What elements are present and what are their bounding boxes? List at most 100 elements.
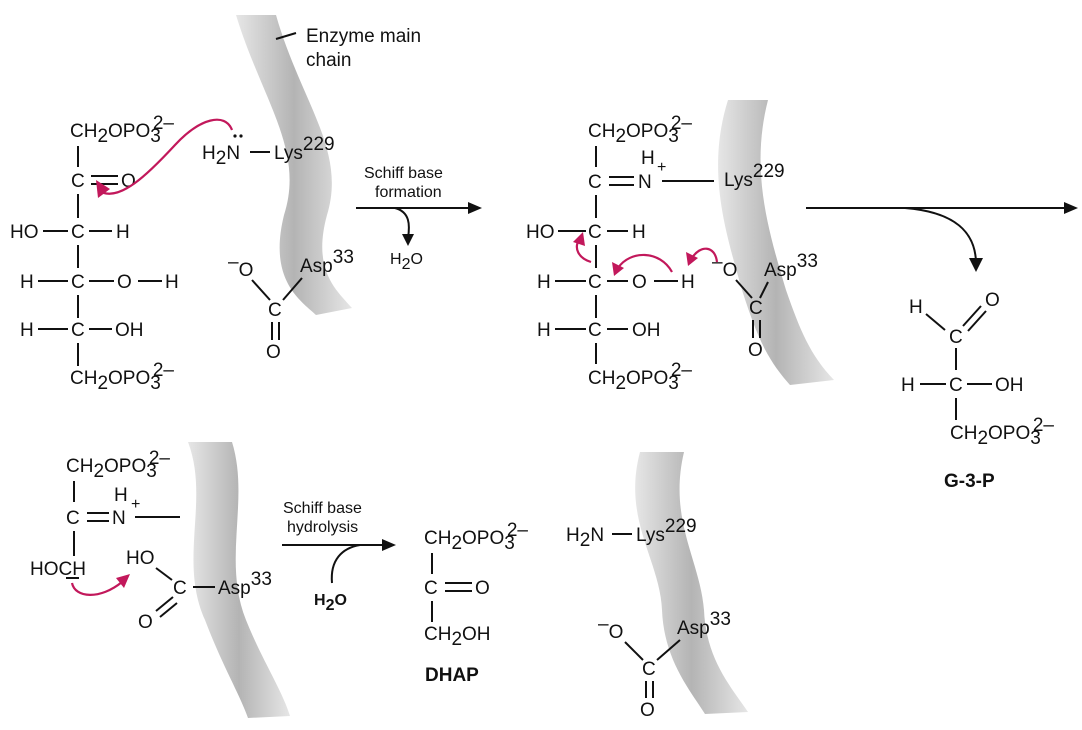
asp-carbon: C — [268, 300, 282, 321]
aldehyde-hydrogen: H — [909, 297, 923, 318]
bond — [155, 567, 173, 581]
iminium-charge: + — [657, 159, 666, 176]
asp-residue: Asp33 — [218, 569, 272, 599]
c4-oxygen: O — [632, 272, 647, 293]
c6-group: CH2OPO32– — [588, 360, 692, 394]
c3-carbon: C — [588, 222, 602, 243]
product-release-arrow-head — [969, 258, 983, 272]
bond — [925, 313, 946, 331]
g3p-oh: OH — [995, 375, 1024, 396]
c2-carbon: C — [588, 172, 602, 193]
c4-hydroxyl-hydrogen: H — [681, 272, 695, 293]
reaction-arrow-head — [468, 202, 482, 214]
double-bond — [962, 305, 982, 327]
reaction-step-aldol-cleavage — [806, 202, 1078, 272]
c5-right: OH — [115, 320, 144, 341]
curly-arrow-nucleophilic-attack — [97, 118, 234, 195]
c2-oxygen: O — [121, 171, 136, 192]
asp-carbonyl-oxygen: O — [640, 700, 655, 721]
c3-carbon: C — [71, 222, 85, 243]
lys-residue: Lys229 — [724, 161, 785, 191]
water-reactant: H2O — [314, 592, 347, 614]
curly-arrow-oh-bond — [617, 253, 673, 273]
enzyme-main-chain-band — [718, 100, 834, 385]
dhap-c2: C — [424, 578, 438, 599]
asp-carbonyl-oxygen: O — [266, 342, 281, 363]
curly-arrow-head — [612, 262, 624, 276]
panel-enamine-intermediate: CH2OPO32– C N H + HOCH HO C Asp33 O — [30, 448, 272, 633]
lys-amine: H2N — [566, 525, 604, 551]
iminium-charge: + — [131, 496, 140, 513]
water-uptake-arrow — [330, 544, 361, 584]
g3p-h: H — [901, 375, 915, 396]
dhap-c3-group: CH2OH — [424, 624, 491, 650]
iminium-nitrogen: N — [112, 508, 126, 529]
double-bond — [155, 596, 174, 612]
c4-oxygen: O — [117, 272, 132, 293]
c3-right: H — [632, 222, 646, 243]
c4-carbon: C — [588, 272, 602, 293]
c1-group: CH2OPO32– — [588, 113, 692, 147]
iminium-nitrogen: N — [638, 172, 652, 193]
c2-carbon: C — [71, 171, 85, 192]
asp-acid-hydroxyl: HO — [126, 548, 155, 569]
step-label-line1: Schiff base — [283, 500, 362, 517]
asp-carboxylate-oxygen: –O — [712, 252, 737, 281]
c5-carbon: C — [588, 320, 602, 341]
asp-carboxylate-oxygen: –O — [228, 252, 253, 281]
curly-arrow-head — [96, 180, 110, 198]
aldehyde-oxygen: O — [985, 290, 1000, 311]
enzyme-main-chain-band — [635, 452, 748, 714]
lone-pair-dot — [233, 134, 237, 138]
c5-carbon: C — [71, 320, 85, 341]
product-name: DHAP — [425, 665, 479, 686]
asp-residue: Asp33 — [677, 609, 731, 639]
bond — [251, 279, 271, 301]
reaction-step-schiff-base-formation: Schiff base formation H2O — [356, 165, 482, 273]
enzyme-label-line1: Enzyme main — [306, 26, 421, 47]
curly-arrow-protonation — [70, 581, 123, 596]
curly-arrow-deprotonation — [691, 247, 719, 263]
iminium-hydrogen: H — [641, 148, 655, 169]
c5-right: OH — [632, 320, 661, 341]
c6-group: CH2OPO32– — [70, 360, 174, 394]
asp-carboxylate-oxygen: –O — [598, 614, 623, 643]
curly-arrow-head — [573, 232, 585, 246]
g3p-c2: C — [949, 375, 963, 396]
bond — [656, 639, 681, 661]
c2-carbon: C — [66, 508, 80, 529]
asp-carbon: C — [173, 578, 187, 599]
c1-group: CH2OPO32– — [70, 113, 174, 147]
c4-hydrogen: H — [165, 272, 179, 293]
product-dhap: CH2OPO32– C O CH2OH DHAP — [424, 520, 528, 686]
bond — [282, 277, 303, 301]
product-release-arrow — [904, 207, 977, 263]
asp-residue: Asp33 — [764, 251, 818, 281]
reaction-arrow-head — [1064, 202, 1078, 214]
c1-group: CH2OPO32– — [66, 448, 170, 482]
lys-residue: Lys229 — [636, 516, 697, 546]
iminium-hydrogen: H — [114, 485, 128, 506]
bond — [759, 281, 769, 299]
reaction-step-schiff-base-hydrolysis: Schiff base hydrolysis H2O — [282, 500, 396, 614]
lone-pair-dot — [239, 134, 243, 138]
c5-left: H — [20, 320, 34, 341]
step-label-line2: hydrolysis — [287, 519, 358, 536]
c3-right: H — [116, 222, 130, 243]
dhap-c1-group: CH2OPO32– — [424, 520, 528, 554]
panel-regenerated-enzyme: H2N Lys229 –O Asp33 C O — [566, 516, 731, 721]
g3p-c3-group: CH2OPO32– — [950, 415, 1054, 449]
asp-carbon: C — [642, 659, 656, 680]
curly-arrow-head — [116, 574, 130, 588]
enzyme-main-chain-band — [236, 15, 352, 315]
c3-left: HO — [526, 222, 555, 243]
panel-schiff-base-intermediate: CH2OPO32– C N H + Lys229 HO C H H C O H … — [526, 113, 818, 394]
asp-carbon: C — [749, 298, 763, 319]
c3-hydroxymethyl: HOCH — [30, 559, 86, 580]
reaction-arrow-head — [382, 539, 396, 551]
c4-carbon: C — [71, 272, 85, 293]
enzyme-main-chain-band — [188, 442, 290, 718]
step-label-line2: formation — [375, 184, 442, 201]
double-bond — [159, 602, 178, 618]
